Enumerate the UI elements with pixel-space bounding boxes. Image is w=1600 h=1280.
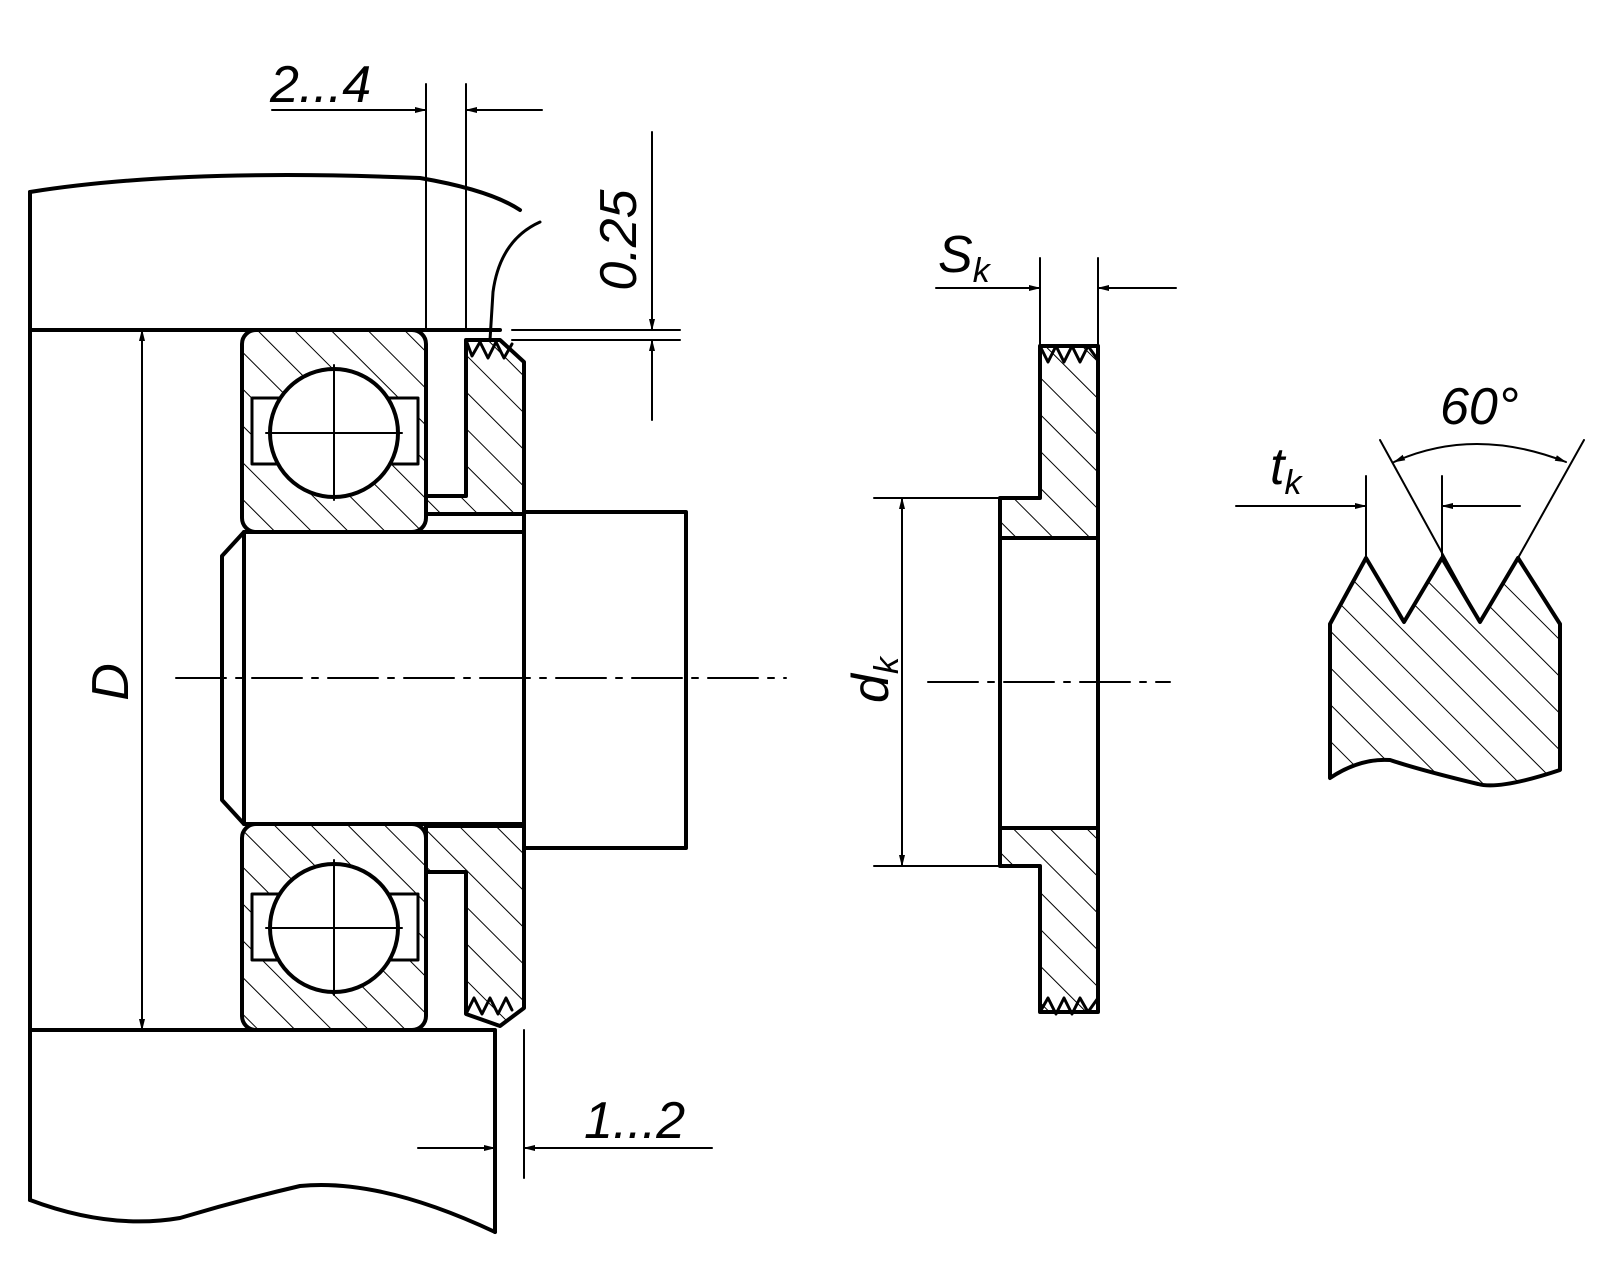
label-bore: dk (842, 655, 906, 703)
label-pitch: tk (1270, 438, 1303, 502)
dimension-thread-depth (511, 131, 681, 421)
label-thread-depth: 0.25 (590, 188, 648, 290)
assembly-view (28, 83, 787, 1234)
label-thickness: Sk (938, 226, 992, 290)
dimension-gap-top (271, 83, 543, 331)
label-gap-top: 2...4 (269, 56, 371, 114)
washer-section-bottom (998, 826, 1100, 1014)
thread-detail (1235, 439, 1585, 788)
dimension-angle (1379, 439, 1585, 623)
bearing-upper (240, 328, 428, 534)
dimension-pitch (1235, 475, 1521, 559)
washer-section-top (998, 344, 1100, 540)
label-angle: 60° (1440, 378, 1519, 436)
shaft (220, 510, 688, 850)
thread-profile (1328, 556, 1562, 788)
label-gap-bottom: 1...2 (584, 1092, 685, 1150)
threaded-cap (424, 338, 526, 1028)
washer-view (873, 257, 1177, 1016)
dimension-gap-bottom (417, 1029, 713, 1179)
bearing-lower (240, 822, 428, 1032)
label-diameter: D (82, 663, 140, 701)
dimension-thickness (935, 257, 1177, 347)
dimension-bore (873, 497, 1001, 867)
